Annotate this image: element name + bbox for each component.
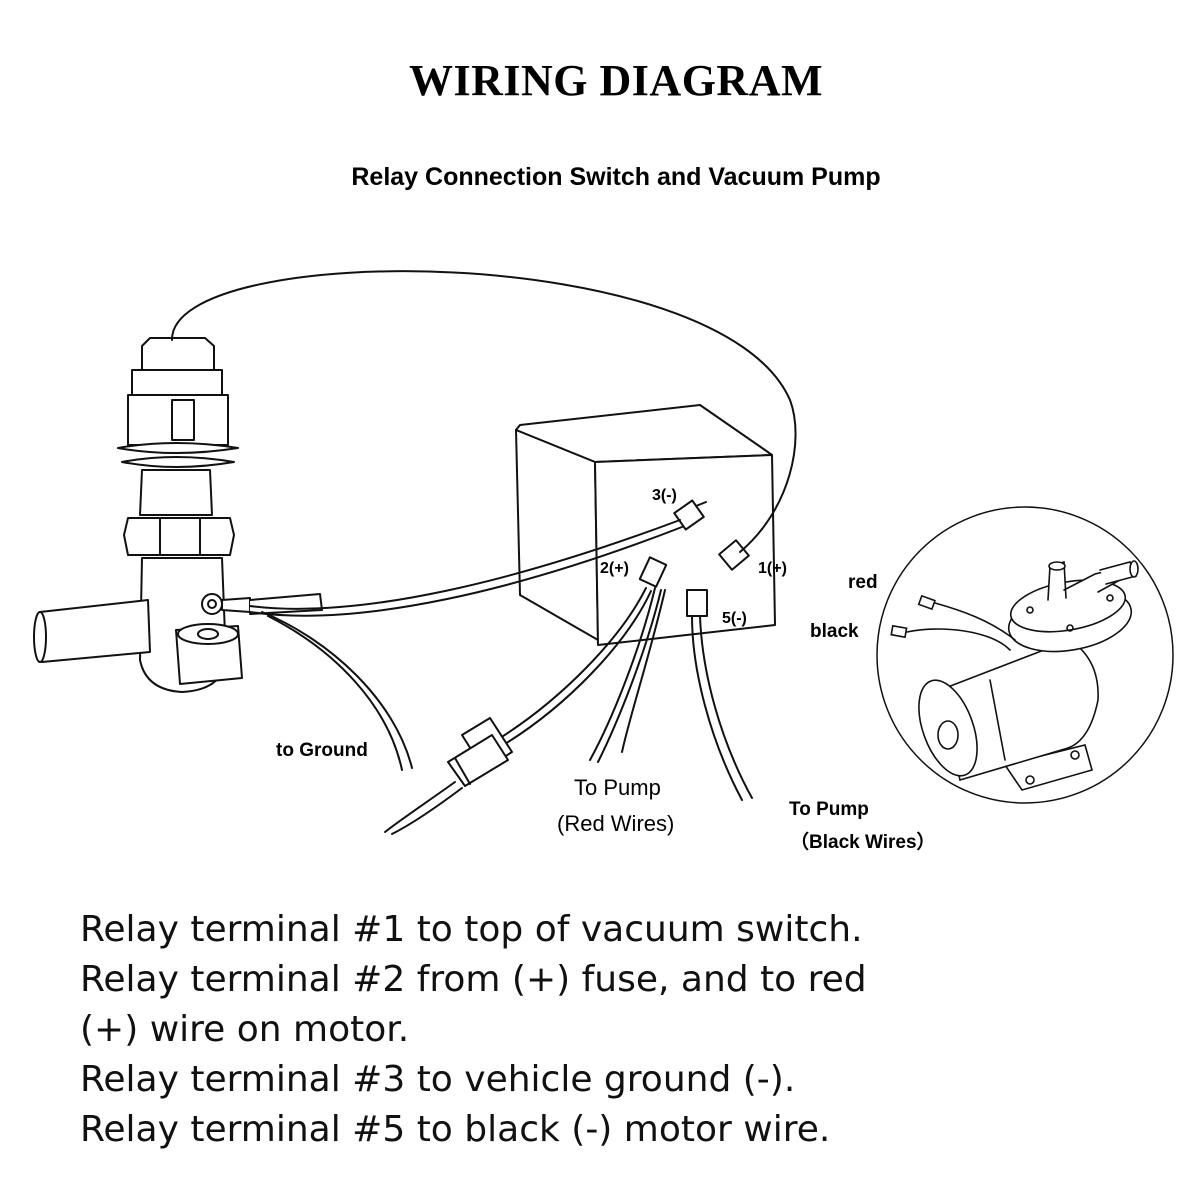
note-line: Relay terminal #1 to top of vacuum switc… xyxy=(80,909,863,950)
note-line: (+) wire on motor. xyxy=(80,1009,410,1050)
terminal-3-label: 3(-) xyxy=(652,487,677,504)
note-line: Relay terminal #5 to black (-) motor wir… xyxy=(80,1109,831,1150)
terminal-2-label: 2(+) xyxy=(600,560,629,577)
inline-fuse-holder xyxy=(447,717,513,787)
terminal-5-connector xyxy=(686,589,708,617)
to-pump-black-label-line1: To Pump xyxy=(789,799,869,820)
wire-terminal-2-to-pump-red xyxy=(589,587,656,761)
to-pump-black-label-line2: （Black Wires） xyxy=(790,830,936,853)
to-pump-red-label-line1: To Pump xyxy=(574,775,661,800)
vacuum-pump-inset xyxy=(876,506,1174,804)
terminal-2-connector xyxy=(638,556,668,588)
page-subtitle: Relay Connection Switch and Vacuum Pump xyxy=(351,163,881,191)
note-line: Relay terminal #3 to vehicle ground (-). xyxy=(80,1059,796,1100)
vacuum-switch xyxy=(33,337,323,693)
wire-terminal-3-ground xyxy=(249,519,681,610)
black-wire-label: black xyxy=(810,621,859,642)
wire-switch-to-terminal-1 xyxy=(170,270,797,553)
wire-terminal-5-to-pump-black xyxy=(691,615,743,801)
note-line: Relay terminal #2 from (+) fuse, and to … xyxy=(80,959,867,1000)
terminal-5-label: 5(-) xyxy=(722,610,747,627)
wire-to-ground xyxy=(261,611,413,769)
to-ground-label: to Ground xyxy=(276,740,368,761)
relay xyxy=(515,404,776,646)
page-title: WIRING DIAGRAM xyxy=(409,56,823,105)
to-pump-red-label-line2: (Red Wires) xyxy=(557,811,674,836)
wire-terminal-2-fuse xyxy=(499,587,647,739)
red-wire-label: red xyxy=(848,572,878,593)
terminal-3-connector xyxy=(673,499,707,531)
terminal-1-connector xyxy=(718,539,750,571)
wiring-notes: Relay terminal #1 to top of vacuum switc… xyxy=(80,905,1140,1155)
terminal-1-label: 1(+) xyxy=(758,560,787,577)
